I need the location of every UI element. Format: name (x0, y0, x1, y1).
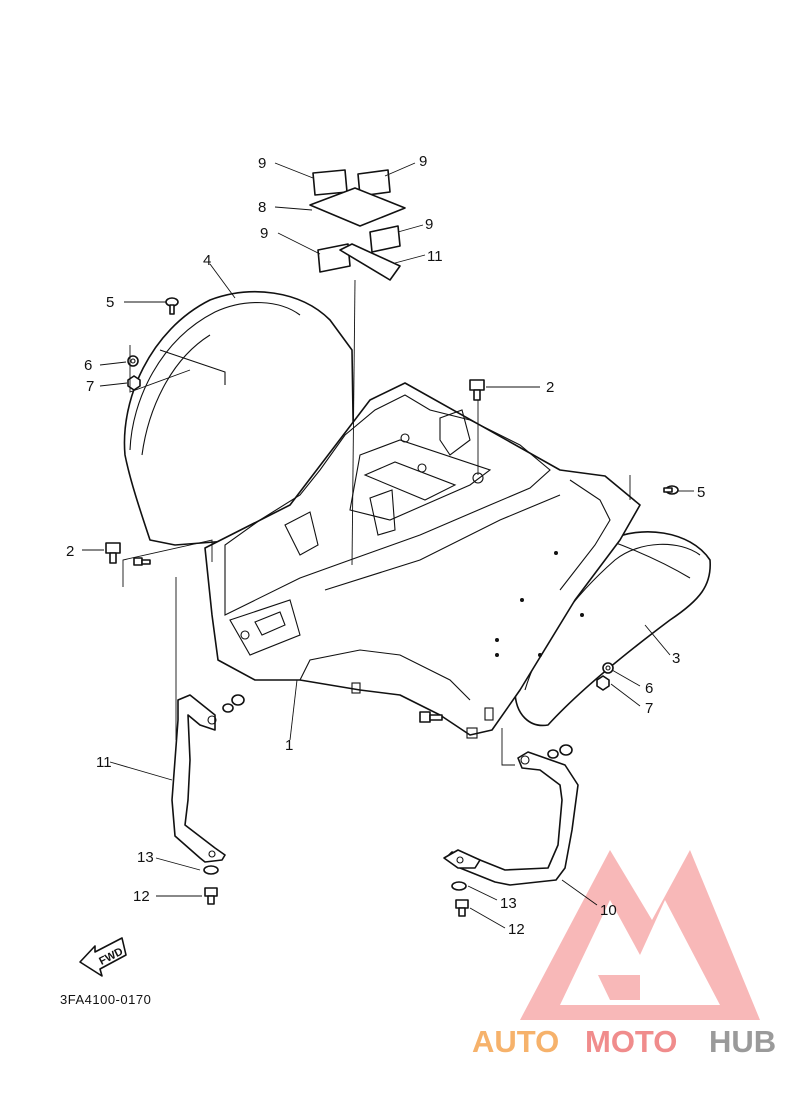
callout-8: 8 (258, 199, 266, 216)
reflector-plate-9-left (312, 169, 348, 196)
grab-bar-10-right (443, 751, 579, 886)
callout-12b: 12 (508, 921, 525, 938)
nut-7-left-icon (127, 375, 141, 391)
leader-lines (82, 162, 694, 929)
rear-carrier-body-1 (204, 382, 641, 739)
drawing-code: 3FA4100-0170 (60, 992, 151, 1007)
bolt-2-top-icon (469, 379, 485, 401)
callout-9d: 9 (260, 225, 268, 242)
callout-1: 1 (285, 737, 293, 754)
fwd-arrow-icon: FWD (79, 937, 127, 977)
washer-6-left-icon (127, 355, 139, 367)
tape-11 (339, 243, 401, 281)
callout-11b: 11 (96, 754, 112, 771)
callout-6a: 6 (84, 357, 92, 374)
screw-5-left-icon (165, 297, 179, 315)
reflector-plate-9-mid (369, 225, 401, 253)
callout-labels: 9 9 8 9 9 11 4 5 6 7 2 5 2 3 6 7 1 11 13… (66, 153, 705, 938)
reflector-group (309, 169, 406, 281)
watermark-wordmark: AUTO MOTO HUB (472, 1024, 776, 1059)
callout-9c: 9 (425, 216, 433, 233)
bolt-12-right-icon (455, 899, 469, 917)
watermark-logo (520, 850, 760, 1020)
fasteners (105, 297, 679, 917)
callout-4: 4 (203, 252, 211, 269)
screw-5-right-icon (663, 485, 679, 495)
watermark-auto: AUTO (472, 1024, 559, 1059)
plate-8 (309, 187, 406, 227)
callout-7b: 7 (645, 700, 653, 717)
callout-10: 10 (600, 902, 617, 919)
logo-g-shape (598, 975, 640, 1000)
callout-5b: 5 (697, 484, 705, 501)
callout-7a: 7 (86, 378, 94, 395)
collar-left-icon (222, 694, 245, 713)
callout-6b: 6 (645, 680, 653, 697)
nut-7-right-icon (596, 675, 610, 691)
grab-bar-11-left (171, 694, 226, 863)
bolt-12-left-icon (204, 887, 218, 905)
callout-5a: 5 (106, 294, 114, 311)
collar-right-icon (547, 744, 573, 759)
bolt-lower-center-icon (419, 711, 443, 723)
callout-13a: 13 (137, 849, 154, 866)
screw-left-lower-icon (133, 557, 151, 566)
watermark-moto: MOTO (585, 1024, 677, 1059)
callout-9a: 9 (258, 155, 266, 172)
watermark-hub: HUB (709, 1024, 776, 1059)
callout-3: 3 (672, 650, 680, 667)
callout-9b: 9 (419, 153, 427, 170)
washer-13-left-icon (203, 865, 219, 875)
callout-12a: 12 (133, 888, 150, 905)
callout-11a: 11 (427, 248, 443, 265)
washer-6-right-icon (602, 662, 614, 674)
left-fender-4 (123, 291, 356, 546)
callout-13b: 13 (500, 895, 517, 912)
washer-13-right-icon (451, 881, 467, 891)
callout-2b: 2 (66, 543, 74, 560)
reflector-plate-9-right (357, 169, 391, 197)
callout-2a: 2 (546, 379, 554, 396)
bolt-2-left-icon (105, 542, 121, 564)
